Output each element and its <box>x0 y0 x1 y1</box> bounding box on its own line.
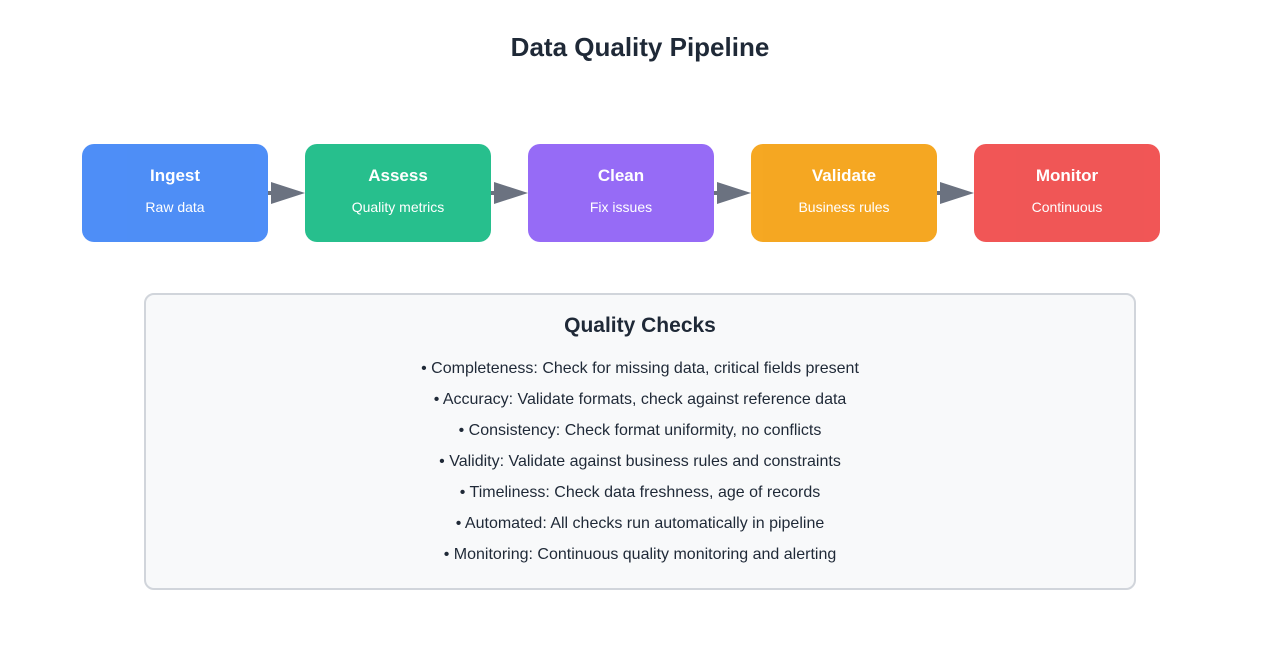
stage-name: Assess <box>368 166 428 185</box>
stage-subtitle: Fix issues <box>589 199 653 215</box>
check-item: • Automated: All checks run automaticall… <box>455 515 825 532</box>
stage-name: Monitor <box>1035 166 1099 185</box>
stage-subtitle: Raw data <box>145 199 205 215</box>
arrow-head-icon <box>940 182 974 204</box>
stage-name: Clean <box>597 166 645 185</box>
diagram-title: Data Quality Pipeline <box>510 32 770 62</box>
check-item: • Accuracy: Validate formats, check agai… <box>433 391 847 408</box>
quality-checks-title: Quality Checks <box>564 314 716 337</box>
check-item: • Validity: Validate against business ru… <box>439 453 841 470</box>
stage-name: Ingest <box>149 166 201 185</box>
quality-checks-list: • Completeness: Check for missing data, … <box>146 359 1134 576</box>
check-item: • Timeliness: Check data freshness, age … <box>459 484 821 501</box>
stage-name: Validate <box>811 166 877 185</box>
check-item: • Completeness: Check for missing data, … <box>421 360 859 377</box>
arrow-head-icon <box>271 182 305 204</box>
arrow-head-icon <box>717 182 751 204</box>
stage-subtitle: Continuous <box>1031 199 1103 215</box>
quality-checks-panel: Quality Checks • Completeness: Check for… <box>144 293 1136 590</box>
stage-subtitle: Quality metrics <box>351 199 445 215</box>
arrow-head-icon <box>494 182 528 204</box>
check-item: • Monitoring: Continuous quality monitor… <box>443 546 837 563</box>
stage-subtitle: Business rules <box>798 199 890 215</box>
check-item: • Consistency: Check format uniformity, … <box>458 422 822 439</box>
